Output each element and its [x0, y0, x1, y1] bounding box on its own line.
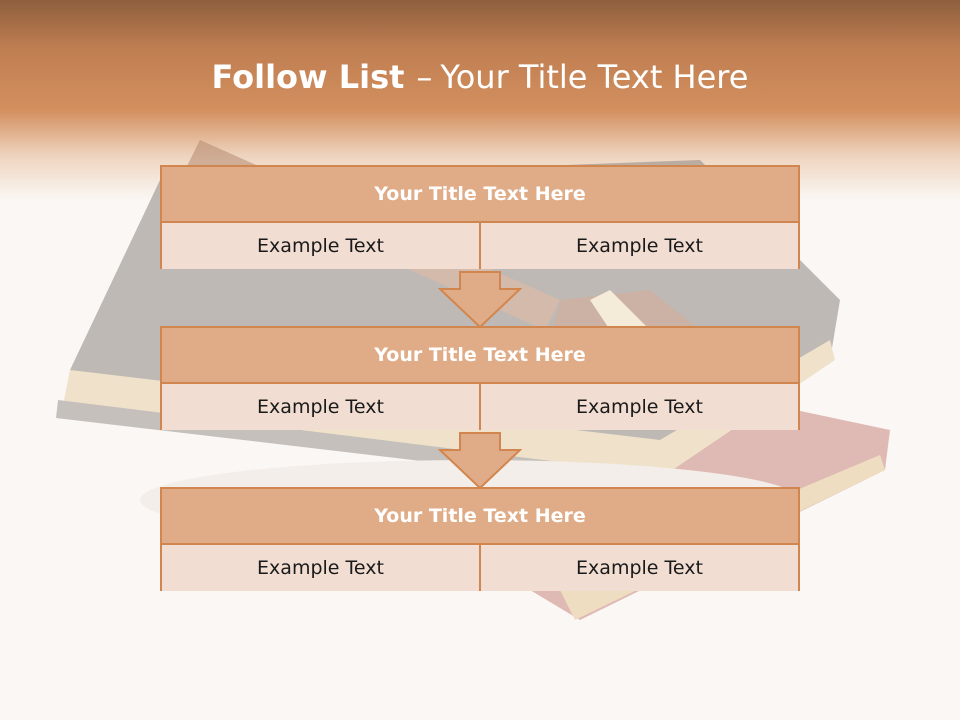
- block-title: Your Title Text Here: [162, 167, 798, 223]
- list-block-1: Your Title Text Here Example Text Exampl…: [160, 165, 800, 269]
- slide-title: Follow List–Your Title Text Here: [0, 52, 960, 102]
- block-row: Example Text Example Text: [162, 545, 798, 591]
- slide-title-bold: Follow List: [211, 58, 405, 96]
- slide-title-separator: –: [416, 58, 433, 96]
- block-cell-right: Example Text: [479, 545, 798, 591]
- slide-title-rest: Your Title Text Here: [440, 58, 749, 96]
- list-block-2: Your Title Text Here Example Text Exampl…: [160, 326, 800, 430]
- block-title: Your Title Text Here: [162, 489, 798, 545]
- block-row: Example Text Example Text: [162, 223, 798, 269]
- down-arrow-icon: [438, 271, 522, 329]
- block-cell-left: Example Text: [162, 384, 479, 430]
- block-row: Example Text Example Text: [162, 384, 798, 430]
- block-cell-right: Example Text: [479, 223, 798, 269]
- block-cell-right: Example Text: [479, 384, 798, 430]
- block-title: Your Title Text Here: [162, 328, 798, 384]
- down-arrow-icon: [438, 432, 522, 490]
- list-block-3: Your Title Text Here Example Text Exampl…: [160, 487, 800, 591]
- block-cell-left: Example Text: [162, 223, 479, 269]
- block-cell-left: Example Text: [162, 545, 479, 591]
